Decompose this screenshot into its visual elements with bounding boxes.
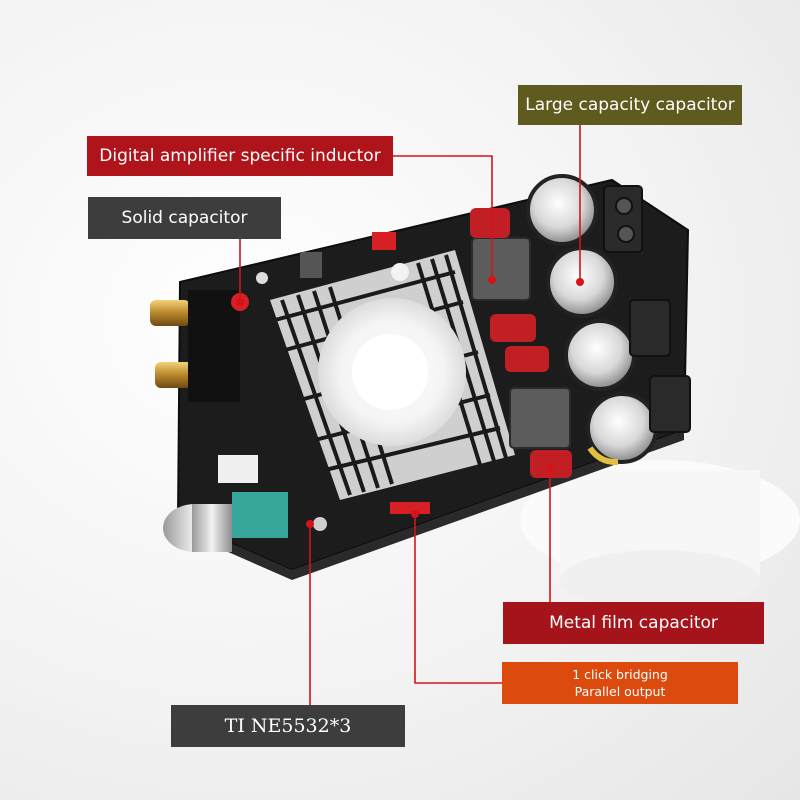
large-capacitors — [526, 174, 658, 466]
metal-film-capacitors — [470, 208, 572, 478]
label-text-line2: Parallel output — [574, 684, 666, 699]
leader-lines — [239, 125, 581, 705]
label-text: Solid capacitor — [121, 208, 248, 228]
heat-sink — [270, 250, 515, 500]
volume-knob — [163, 504, 232, 552]
label-solid-capacitor: Solid capacitor — [88, 197, 281, 239]
label-bridging-parallel-output: 1 click bridging Parallel output — [502, 662, 738, 704]
speaker-terminals — [603, 185, 691, 433]
white-connector — [218, 455, 258, 483]
inductors — [471, 237, 571, 449]
background-pedestal-base — [560, 550, 760, 610]
label-text-line1: 1 click bridging — [572, 667, 668, 682]
rca-inputs — [150, 290, 240, 402]
label-text: Metal film capacitor — [549, 613, 718, 633]
leader-dots — [236, 276, 584, 528]
label-metal-film-capacitor: Metal film capacitor — [503, 602, 764, 644]
fan-hub — [352, 334, 428, 410]
label-digital-amplifier-inductor: Digital amplifier specific inductor — [87, 136, 393, 176]
label-large-capacity-capacitor: Large capacity capacitor — [518, 85, 742, 125]
label-ti-ne5532: TI NE5532*3 — [171, 705, 405, 747]
label-text: Large capacity capacitor — [525, 95, 735, 115]
green-module — [232, 492, 288, 538]
label-text: TI NE5532*3 — [224, 715, 352, 737]
label-text: Digital amplifier specific inductor — [99, 146, 381, 166]
